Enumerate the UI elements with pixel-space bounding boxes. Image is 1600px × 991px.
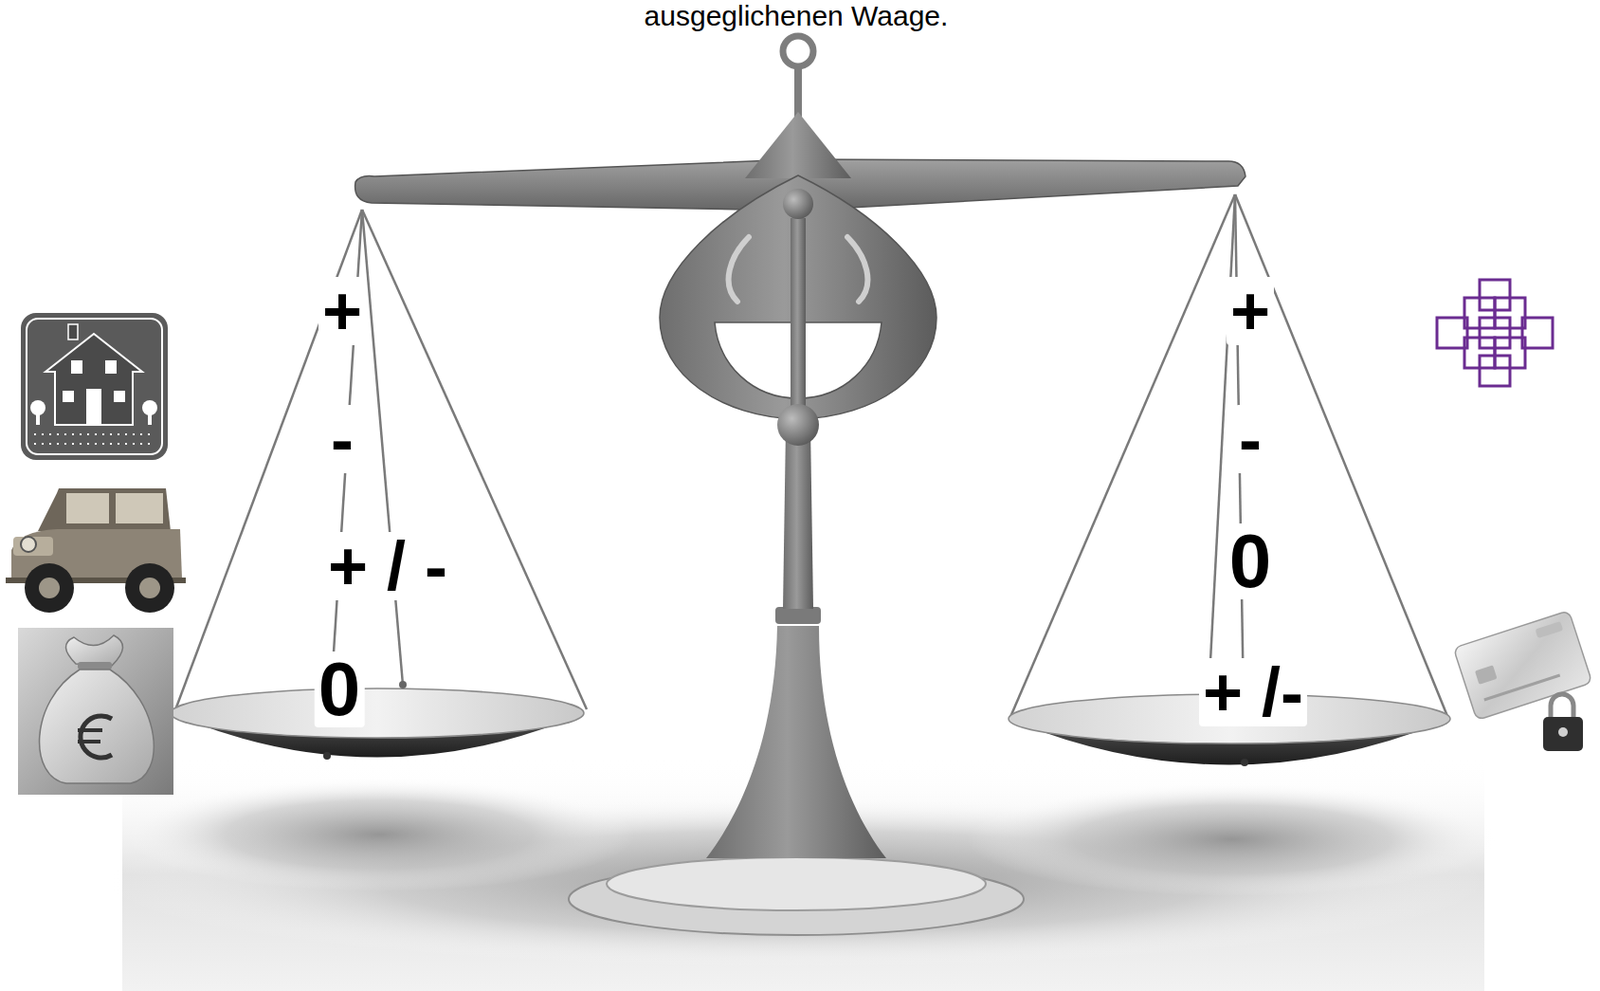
credit-card-icon-part-part — [1453, 610, 1592, 721]
credit-card-icon — [1453, 610, 1592, 751]
house-icon-part — [68, 324, 78, 340]
money-bag-icon-part — [77, 729, 103, 742]
sign-label: + / - — [324, 531, 452, 600]
money-bag-icon-part — [65, 635, 123, 666]
car-icon-part — [139, 577, 161, 599]
bank-logo-part — [1436, 317, 1468, 348]
pan-strings-part — [1235, 194, 1450, 721]
car-icon-part — [13, 536, 54, 556]
scale-base-part — [706, 625, 887, 858]
credit-card-icon-part-part — [1474, 664, 1498, 684]
pivot-body-part — [777, 403, 819, 446]
credit-card-icon-part-part — [1535, 620, 1564, 638]
money-bag-icon-part — [80, 715, 112, 758]
bank-logo — [1436, 279, 1553, 386]
pivot-body-part — [847, 236, 868, 302]
house-icon-part — [113, 390, 126, 402]
pan-strings-part — [362, 209, 587, 710]
pan-strings-part — [1209, 194, 1236, 679]
credit-card-icon-part — [1558, 727, 1568, 737]
money-bag-icon — [18, 627, 174, 795]
title: ausgeglichenen Waage. — [638, 0, 955, 32]
pivot-body-part — [728, 236, 749, 302]
house-icon-part — [36, 413, 40, 425]
money-bag-icon-part — [18, 627, 174, 795]
right-pan-part — [1240, 758, 1249, 766]
credit-card-icon-part — [1550, 693, 1574, 719]
house-icon — [20, 312, 168, 460]
pivot-body-part — [782, 188, 814, 219]
house-icon-part — [20, 312, 168, 460]
car-icon-part — [38, 577, 60, 599]
car-icon-part — [37, 488, 171, 531]
pivot-body — [659, 175, 937, 446]
hanger-ring-part — [782, 36, 814, 67]
left-pan-part — [323, 751, 331, 760]
left-pan-part — [399, 680, 407, 689]
car-icon-part — [20, 536, 37, 552]
house-icon-part — [142, 400, 158, 416]
scale-base-part — [782, 426, 814, 609]
house-icon-part — [62, 390, 74, 402]
car-icon-part — [66, 492, 110, 524]
scale-base-part — [775, 606, 821, 624]
house-icon-part — [71, 360, 83, 374]
scale-base-part — [606, 856, 986, 910]
sign-label: + — [1226, 276, 1274, 346]
house-icon-part — [30, 400, 46, 416]
pan-strings-part — [1010, 194, 1236, 717]
car-icon — [5, 488, 186, 613]
left-pan — [170, 680, 584, 760]
house-icon-part — [45, 333, 143, 425]
ground-shadow-part — [966, 781, 1498, 896]
sign-label: 0 — [314, 651, 365, 728]
hanger-ring — [782, 36, 814, 124]
money-bag-icon-part — [77, 661, 112, 670]
ground-shadow-part — [123, 777, 636, 891]
pivot-body-part — [790, 218, 806, 422]
house-icon-part — [34, 434, 156, 444]
house-icon-part — [26, 318, 163, 455]
sign-label: - — [327, 404, 358, 473]
sign-label: + /- — [1199, 657, 1308, 727]
house-icon-part — [86, 388, 102, 425]
house-icon-part — [105, 360, 117, 374]
bank-logo-part — [1479, 355, 1510, 386]
pan-strings — [173, 194, 1450, 763]
credit-card-icon-part — [1453, 610, 1592, 721]
car-icon-part — [115, 492, 164, 524]
sign-label: - — [1235, 404, 1266, 473]
scale-base — [568, 426, 1024, 935]
car-icon-part — [125, 563, 175, 613]
credit-card-icon-part-part — [1484, 674, 1561, 700]
pan-strings-part — [362, 209, 403, 685]
beam-part — [745, 111, 852, 179]
car-icon-part — [24, 563, 74, 613]
credit-card-icon-part — [1543, 716, 1583, 751]
bank-logo-part — [1522, 317, 1553, 348]
left-pan-part — [170, 688, 584, 738]
house-icon-part — [147, 413, 152, 425]
money-bag-icon-part — [39, 669, 155, 783]
sign-label: + — [318, 276, 366, 346]
sign-label: 0 — [1225, 523, 1276, 600]
